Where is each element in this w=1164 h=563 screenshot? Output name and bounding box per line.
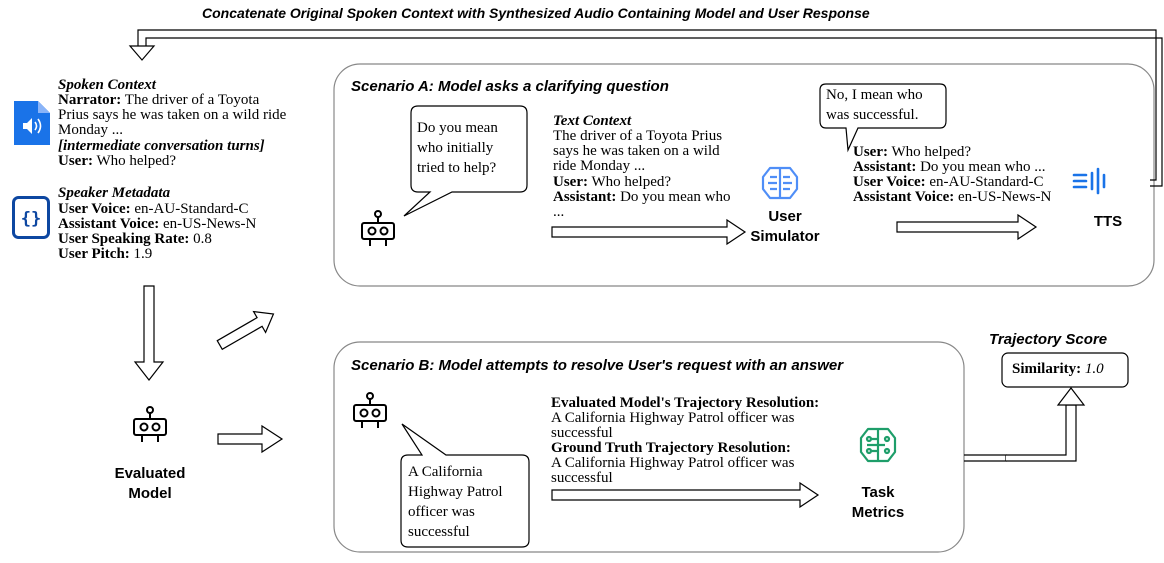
text-context-ellipsis: ...	[553, 204, 565, 220]
text-context-title: Text Context	[553, 113, 632, 129]
task-metrics-brain-icon	[859, 427, 897, 463]
tts-input-row: User Voice: en-AU-Standard-C	[853, 174, 1044, 190]
trajectory-similarity: Similarity: 1.0	[1012, 361, 1104, 377]
arrow-metrics-to-score	[964, 387, 1086, 462]
task-metrics-label-1: Task	[861, 484, 895, 501]
scenario-b-bubble-line: successful	[408, 524, 470, 540]
user-simulator-brain-icon	[761, 166, 799, 200]
arrow-to-scenario-a	[216, 310, 275, 351]
intermediate-turns: [intermediate conversation turns]	[58, 138, 265, 154]
metadata-row: Assistant Voice: en-US-News-N	[58, 216, 257, 232]
evaluated-model-label-2: Model	[128, 485, 172, 502]
top-caption: Concatenate Original Spoken Context with…	[202, 5, 870, 21]
json-file-icon: {}	[12, 196, 50, 239]
scenario-b-bubble-line: officer was	[408, 504, 475, 520]
narrator-line-2: Prius says he was taken on a wild ride	[58, 107, 287, 123]
eval-resolution-line: A California Highway Patrol officer was	[551, 410, 795, 426]
spoken-user-line: User: Who helped?	[58, 153, 177, 169]
scenario-b-title: Scenario B: Model attempts to resolve Us…	[351, 357, 844, 374]
trajectory-score-box	[1001, 352, 1129, 388]
tts-input-row: Assistant: Do you mean who ...	[853, 159, 1046, 175]
audio-file-icon	[14, 101, 50, 145]
simulator-bubble-line: was successful.	[826, 107, 919, 123]
text-context-line: ride Monday ...	[553, 158, 646, 174]
gt-resolution-line: successful	[551, 470, 613, 486]
narrator-line-3: Monday ...	[58, 122, 123, 138]
trajectory-score-title: Trajectory Score	[989, 331, 1108, 348]
down-arrow-to-model	[133, 285, 165, 381]
spoken-context-title: Spoken Context	[58, 77, 156, 93]
scenario-b-bubble-line: Highway Patrol	[408, 484, 503, 500]
scenario-a-bubble-line: tried to help?	[417, 160, 497, 176]
scenario-a-title: Scenario A: Model asks a clarifying ques…	[351, 78, 669, 95]
gt-resolution-title: Ground Truth Trajectory Resolution:	[551, 440, 791, 456]
gt-resolution-line: A California Highway Patrol officer was	[551, 455, 795, 471]
evaluated-model-robot-icon	[133, 406, 167, 442]
scenario-a-bubble-line: who initially	[417, 140, 494, 156]
tts-input-row: Assistant Voice: en-US-News-N	[853, 189, 1052, 205]
metadata-row: User Voice: en-AU-Standard-C	[58, 201, 249, 217]
text-context-line: says he was taken on a wild	[553, 143, 720, 159]
user-simulator-label-1: User	[768, 208, 802, 225]
text-context-line: The driver of a Toyota Prius	[553, 128, 723, 144]
scenario-b-panel	[333, 341, 965, 553]
simulator-bubble-shape	[819, 83, 947, 153]
scenario-a-panel	[333, 63, 1155, 287]
feedback-loop-arrow	[128, 29, 1163, 187]
metadata-row: User Pitch: 1.9	[58, 246, 153, 262]
scenario-a-bubble-line: Do you mean	[417, 120, 498, 136]
arrow-simulator-to-tts	[896, 213, 1038, 241]
scenario-b-bubble-line: A California	[408, 464, 483, 480]
scenario-a-robot-icon	[361, 210, 395, 246]
eval-resolution-line: successful	[551, 425, 613, 441]
arrow-resolution-to-metrics	[551, 481, 820, 509]
evaluated-model-label-1: Evaluated	[114, 465, 186, 482]
eval-resolution-title: Evaluated Model's Trajectory Resolution:	[551, 395, 820, 411]
simulator-bubble-line: No, I mean who	[826, 87, 923, 103]
scenario-b-robot-icon	[353, 392, 387, 428]
text-context-user: User: Who helped?	[553, 174, 672, 190]
svg-text:{}: {}	[21, 209, 41, 229]
tts-waveform-icon	[1072, 167, 1106, 195]
tts-input-row: User: Who helped?	[853, 144, 972, 160]
scenario-b-bubble-shape	[400, 423, 530, 548]
tts-label: TTS	[1093, 213, 1123, 230]
text-context-assistant: Assistant: Do you mean who	[553, 189, 731, 205]
narrator-line-1: Narrator: The driver of a Toyota	[58, 92, 260, 108]
task-metrics-label-2: Metrics	[851, 504, 905, 521]
user-simulator-label-2: Simulator	[750, 228, 820, 245]
speaker-metadata-title: Speaker Metadata	[58, 185, 171, 201]
arrow-text-to-simulator	[551, 218, 747, 246]
metadata-row: User Speaking Rate: 0.8	[58, 231, 212, 247]
scenario-a-bubble-shape	[403, 105, 528, 217]
arrow-to-scenario-b	[217, 424, 284, 454]
